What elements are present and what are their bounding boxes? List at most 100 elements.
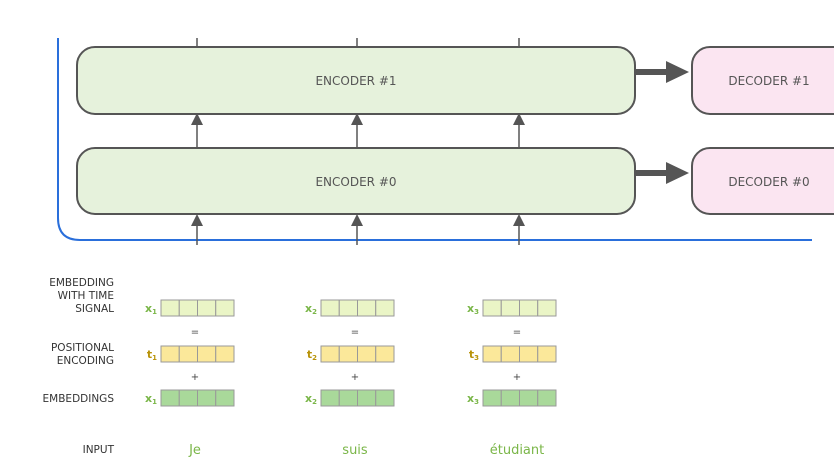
embedding-symbol-letter: x: [145, 392, 152, 405]
embedding-symbol-1: x1: [145, 392, 157, 406]
positional-cell: [519, 345, 539, 363]
encoder-0-box: [76, 147, 636, 215]
signal-cell: [215, 299, 235, 317]
positional-symbol-2: t2: [307, 348, 317, 362]
equals-operator-3: =: [513, 327, 521, 338]
signal-symbol-index: 3: [474, 308, 479, 316]
positional-symbol-letter: t: [469, 348, 474, 361]
embedding-symbol-letter: x: [305, 392, 312, 405]
encoder-1: ENCODER #1: [76, 46, 636, 115]
positional-symbol-index: 1: [152, 354, 157, 362]
signal-symbol-index: 1: [152, 308, 157, 316]
label-input: INPUT: [83, 444, 115, 456]
decoder-1-box: [691, 46, 834, 115]
embedding-symbol-index: 3: [474, 398, 479, 406]
embedding-vector-2: [320, 389, 395, 407]
signal-cell: [482, 299, 502, 317]
decoder-0: DECODER #0: [691, 147, 834, 215]
signal-cell: [160, 299, 180, 317]
signal-cell: [178, 299, 198, 317]
encoder-1-label: ENCODER #1: [315, 74, 396, 88]
embedding-symbol-3: x3: [467, 392, 479, 406]
signal-cell: [537, 299, 557, 317]
positional-symbol-letter: t: [307, 348, 312, 361]
positional-cell: [178, 345, 198, 363]
embedding-cell: [320, 389, 340, 407]
decoder-1: DECODER #1: [691, 46, 834, 115]
encoder-1-box: [76, 46, 636, 115]
positional-vector-3: [482, 345, 557, 363]
positional-cell: [320, 345, 340, 363]
input-word-1: Je: [188, 443, 201, 458]
positional-vector-1: [160, 345, 235, 363]
positional-cell: [160, 345, 180, 363]
encoder-0-to-decoder-arrow-head: [666, 162, 689, 184]
encoder-0-label: ENCODER #0: [315, 175, 396, 189]
signal-cell: [320, 299, 340, 317]
signal-cell: [375, 299, 395, 317]
row-labels: EMBEDDING WITH TIME SIGNAL POSITIONAL EN…: [43, 277, 115, 456]
embedding-cell: [357, 389, 377, 407]
positional-cell: [482, 345, 502, 363]
positional-cell: [197, 345, 217, 363]
embedding-symbol-letter: x: [467, 392, 474, 405]
label-positional-line-1: POSITIONAL: [51, 342, 114, 354]
label-embedding-line-1: EMBEDDING: [49, 277, 114, 289]
decoder-1-label: DECODER #1: [728, 74, 809, 88]
signal-cell: [357, 299, 377, 317]
signal-vector-2: [320, 299, 395, 317]
embedding-symbol-index: 2: [312, 398, 317, 406]
embedding-cell: [338, 389, 358, 407]
decoder-0-box: [691, 147, 834, 215]
signal-cell: [519, 299, 539, 317]
input-word-3: étudiant: [490, 443, 545, 458]
label-embedding-line-2: WITH TIME: [58, 290, 114, 302]
positional-cell: [357, 345, 377, 363]
positional-symbol-index: 3: [474, 354, 479, 362]
signal-cell: [500, 299, 520, 317]
equals-operator-1: =: [191, 327, 199, 338]
signal-symbol-3: x3: [467, 302, 479, 316]
embedding-cell: [500, 389, 520, 407]
signal-symbol-index: 2: [312, 308, 317, 316]
signal-symbol-letter: x: [467, 302, 474, 315]
positional-symbol-index: 2: [312, 354, 317, 362]
positional-symbol-3: t3: [469, 348, 479, 362]
embedding-vector-3: [482, 389, 557, 407]
positional-symbol-1: t1: [147, 348, 157, 362]
encoder-decoder-arrows: [636, 61, 689, 184]
positional-cell: [215, 345, 235, 363]
signal-symbol-letter: x: [145, 302, 152, 315]
encoder-1-to-decoder-arrow-head: [666, 61, 689, 83]
positional-vector-2: [320, 345, 395, 363]
positional-symbol-letter: t: [147, 348, 152, 361]
embedding-cell: [537, 389, 557, 407]
decoder-0-label: DECODER #0: [728, 175, 809, 189]
plus-operator-1: +: [191, 372, 199, 383]
label-positional-line-2: ENCODING: [57, 355, 114, 367]
embedding-cell: [197, 389, 217, 407]
signal-symbol-letter: x: [305, 302, 312, 315]
embedding-cell: [215, 389, 235, 407]
signal-symbol-1: x1: [145, 302, 157, 316]
flow-arrows: [191, 38, 525, 245]
positional-cell: [537, 345, 557, 363]
signal-cell: [197, 299, 217, 317]
label-embedding-line-3: SIGNAL: [75, 303, 114, 315]
signal-symbol-2: x2: [305, 302, 317, 316]
signal-vector-1: [160, 299, 235, 317]
plus-operator-2: +: [351, 372, 359, 383]
positional-cell: [375, 345, 395, 363]
embedding-symbol-index: 1: [152, 398, 157, 406]
signal-vector-3: [482, 299, 557, 317]
plus-operator-3: +: [513, 372, 521, 383]
positional-cell: [338, 345, 358, 363]
input-word-2: suis: [342, 443, 368, 458]
equals-operator-2: =: [351, 327, 359, 338]
embedding-vector-1: [160, 389, 235, 407]
